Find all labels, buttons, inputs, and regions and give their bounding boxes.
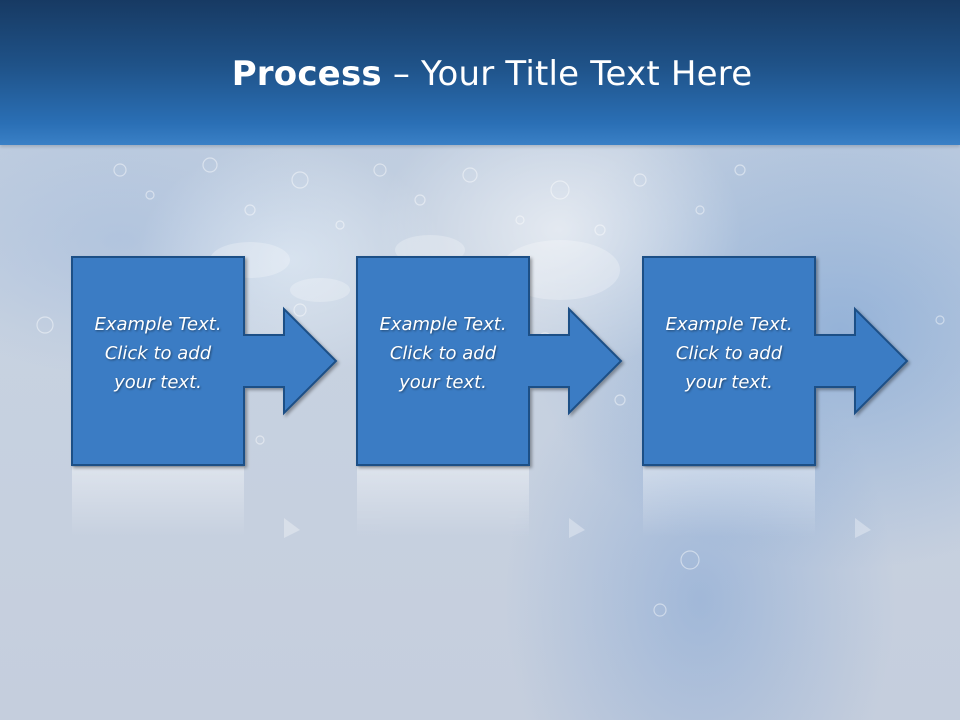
step-2-line-2: Click to add [389,343,497,364]
process-step-2[interactable] [356,256,623,466]
step-2-arrow-shape [356,256,623,466]
slide-title[interactable]: Process – Your Title Text Here [0,54,960,94]
step-1-line-1: Example Text. [94,314,222,335]
step-reflections [72,467,871,538]
step-3-line-1: Example Text. [665,314,793,335]
process-step-1[interactable] [71,256,338,466]
title-rest-text: – Your Title Text Here [381,54,753,94]
step-1-text[interactable]: Example Text. Click to add your text. [72,310,244,397]
title-bold-text: Process [231,54,382,94]
step-2-line-3: your text. [399,372,487,393]
step-3-text[interactable]: Example Text. Click to add your text. [643,310,815,397]
step-1-line-2: Click to add [104,343,212,364]
step-3-line-2: Click to add [675,343,783,364]
step-2-line-1: Example Text. [379,314,507,335]
process-step-3[interactable] [642,256,909,466]
title-bar: Process – Your Title Text Here [0,0,960,145]
step-2-text[interactable]: Example Text. Click to add your text. [357,310,529,397]
step-1-arrow-shape [71,256,338,466]
step-1-line-3: your text. [114,372,202,393]
step-3-arrow-shape [642,256,909,466]
step-3-line-3: your text. [685,372,773,393]
